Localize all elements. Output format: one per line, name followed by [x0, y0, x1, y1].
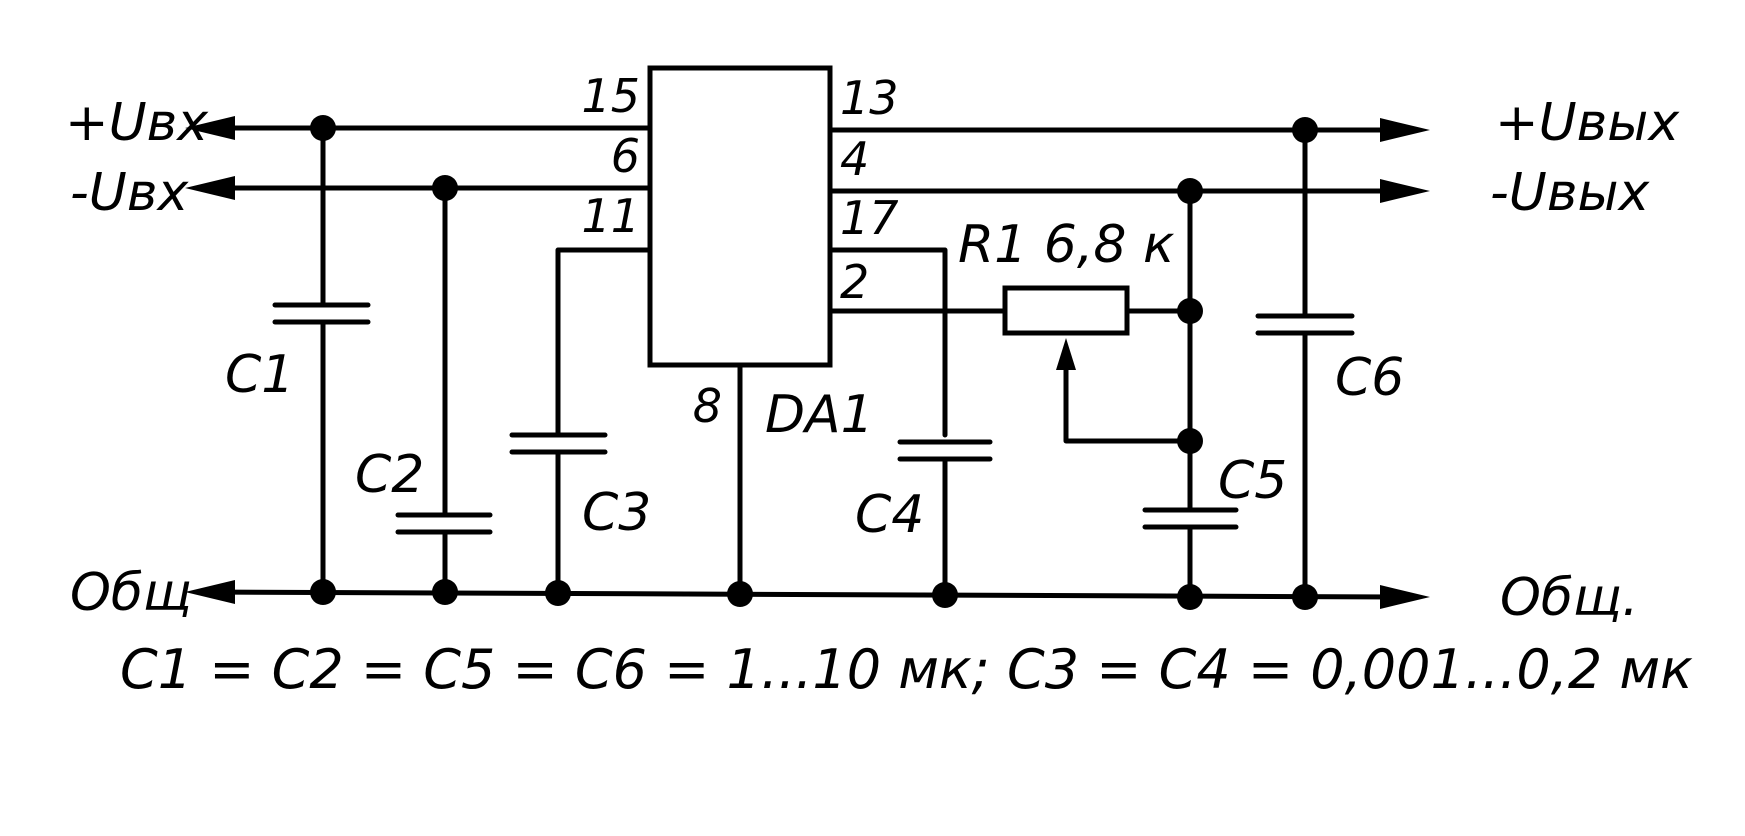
label-minus-uout: -Uвых [1490, 163, 1651, 223]
arrow-common-left [185, 580, 235, 604]
junction-dot [1292, 584, 1318, 610]
wiper-arrow [1056, 338, 1076, 370]
label-c2: C2 [355, 445, 424, 505]
pin-15: 15 [581, 69, 640, 123]
capacitor-c3 [509, 432, 608, 595]
junction-dot [310, 115, 336, 141]
capacitor-c4 [897, 439, 993, 595]
pin-8: 8 [693, 379, 722, 433]
junction-dot [1177, 428, 1203, 454]
rail-minus-in [185, 176, 653, 200]
junction-dots [310, 115, 1318, 610]
pin-13: 13 [840, 71, 899, 125]
junction-dot [727, 581, 753, 607]
component-values-note: C1 = C2 = C5 = C6 = 1...10 мк; C3 = C4 =… [120, 638, 1693, 701]
label-c6: C6 [1335, 348, 1404, 408]
label-c5: C5 [1218, 451, 1287, 511]
junction-dot [432, 175, 458, 201]
arrow-plus-in [185, 116, 235, 140]
label-common-left: Общ [70, 563, 192, 623]
arrow-common-right [1380, 585, 1430, 609]
arrow-minus-in [185, 176, 235, 200]
rail-plus-in [185, 116, 653, 140]
capacitor-c1 [272, 125, 371, 595]
label-c3: C3 [582, 483, 651, 543]
pin-2: 2 [840, 255, 869, 309]
arrow-minus-out [1380, 179, 1430, 203]
resistor-r1 [1002, 285, 1130, 336]
pin-17: 17 [840, 191, 899, 245]
capacitor-c6 [1255, 127, 1355, 600]
junction-dot [545, 580, 571, 606]
label-c4: C4 [855, 485, 924, 545]
capacitor-c2 [395, 185, 493, 595]
label-minus-uin: -Uвх [70, 163, 189, 223]
pin-6: 6 [611, 129, 640, 183]
label-plus-uin: +Uвх [65, 93, 209, 153]
capacitor-c5 [1142, 507, 1239, 600]
junction-dot [432, 579, 458, 605]
junction-dot [932, 582, 958, 608]
pin-11: 11 [581, 189, 640, 243]
junction-dot [1177, 584, 1203, 610]
wire-pin17-c4 [827, 247, 948, 438]
label-common-right: Общ. [1500, 568, 1639, 628]
r1-wiper [1056, 338, 1193, 444]
label-ic-da1: DA1 [765, 385, 874, 445]
ic-da1-body [647, 65, 833, 368]
junction-dot [310, 579, 336, 605]
label-c1: C1 [225, 345, 294, 405]
rail-minus-out [827, 179, 1430, 203]
wire-pin11-c3 [555, 247, 653, 438]
pin-4: 4 [840, 132, 869, 186]
junction-dot [1177, 298, 1203, 324]
junction-dot [1177, 178, 1203, 204]
label-plus-uout: +Uвых [1495, 93, 1680, 153]
rail-common [185, 580, 1430, 609]
arrow-plus-out [1380, 118, 1430, 142]
label-r1: R1 6,8 к [958, 215, 1175, 275]
rail-plus-out [827, 118, 1430, 142]
junction-dot [1292, 117, 1318, 143]
